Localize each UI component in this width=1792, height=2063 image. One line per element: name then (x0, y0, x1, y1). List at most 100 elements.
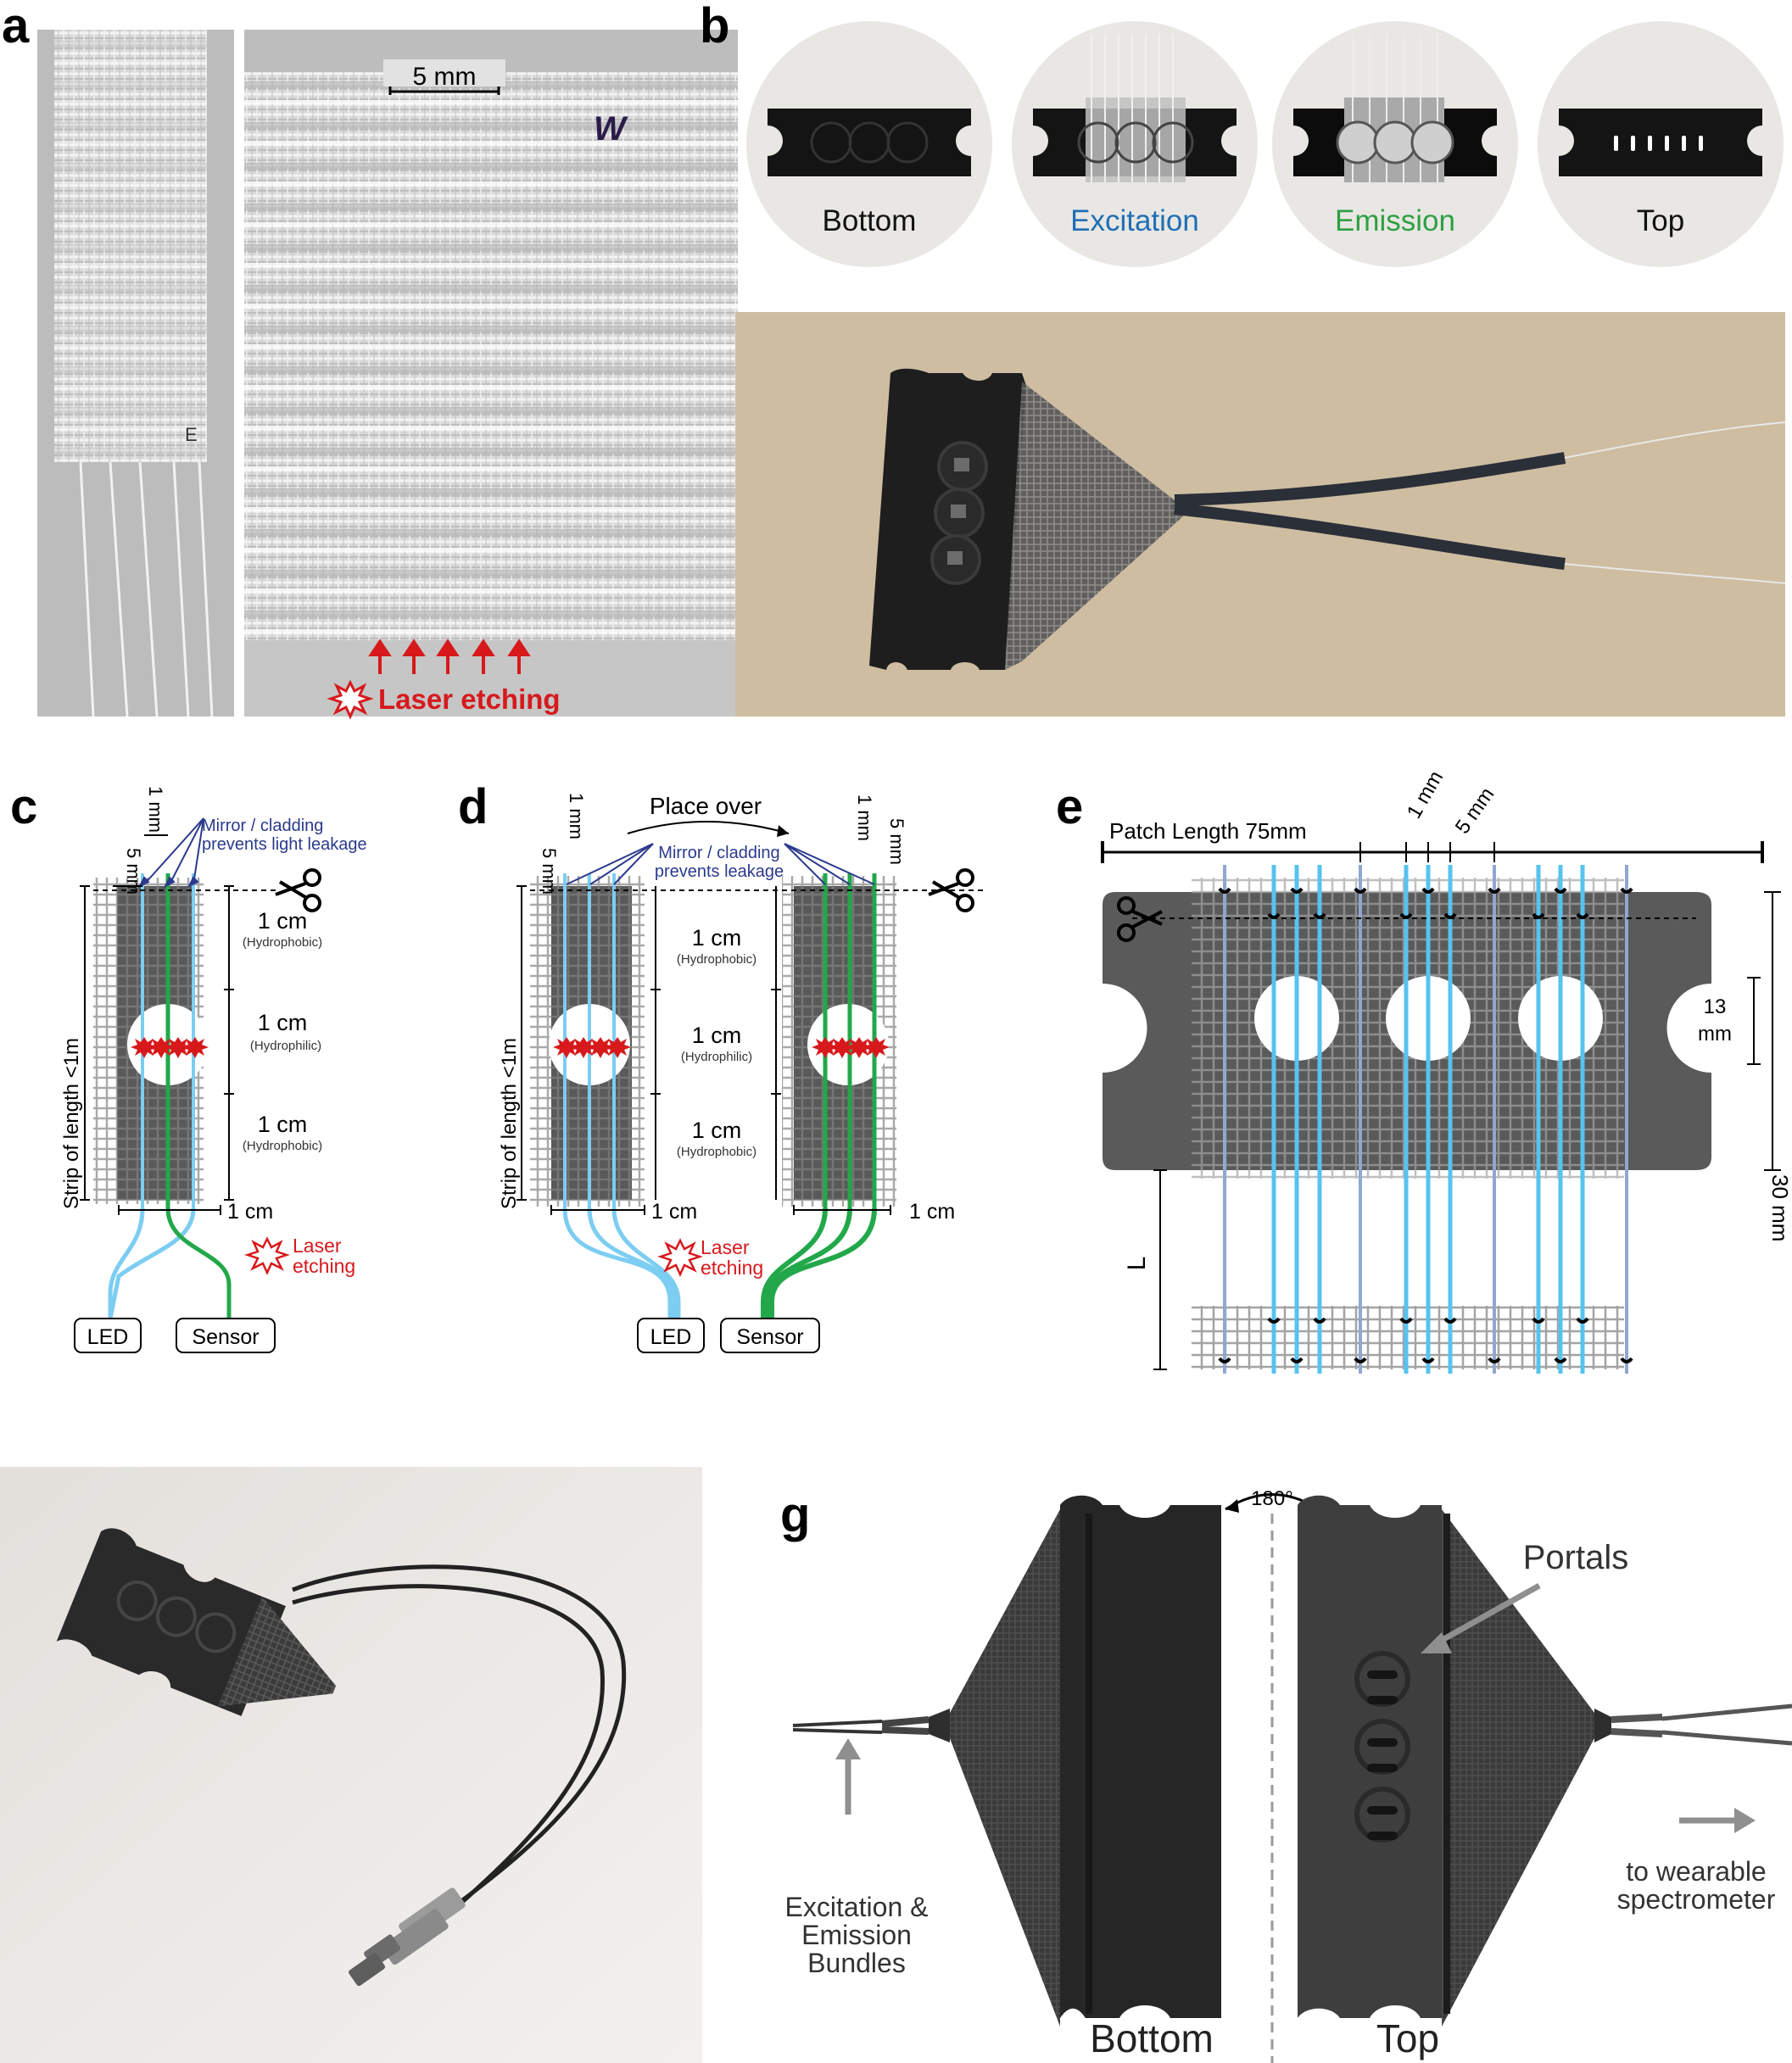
bundles-label-line2: Emission (801, 1920, 912, 1950)
laser-legend-line2: etching (293, 1255, 355, 1277)
width-right: 1 cm (909, 1200, 955, 1224)
laser-legend-line1: Laser (701, 1236, 750, 1258)
led-box (637, 1318, 705, 1353)
panel-c-diagram: Mirror / cladding prevents light leakage… (60, 786, 367, 1353)
layer-label-top: Top (1637, 204, 1684, 237)
dim-1mm: 1 mm (145, 786, 166, 833)
layer-label-emission: Emission (1335, 204, 1455, 237)
dim-5mm-right: 5 mm (886, 818, 907, 865)
mirror-note-line2: prevents leakage (655, 862, 784, 881)
mirror-note-line1: Mirror / cladding (202, 817, 323, 835)
zone-2-type: (Hydrophilic) (681, 1050, 752, 1064)
zone-2-size: 1 cm (692, 1023, 742, 1048)
mirror-note-line2: prevents light leakage (202, 835, 367, 854)
panel-g: g 180° (746, 1441, 1792, 2063)
dim-5mm: 5 mm (123, 848, 144, 895)
ink-mark-w: W (594, 110, 628, 148)
panel-e-diagram: Patch Length 75mm 1 mm 5 mm 13 mm 30 mm … (1101, 767, 1792, 1374)
strip-length-label: Strip of length <1m (60, 1038, 83, 1209)
panel-c: c (0, 767, 441, 1412)
layer-label-bottom: Bottom (823, 204, 917, 237)
width-left: 1 cm (651, 1200, 697, 1224)
laser-etching-label: Laser etching (378, 683, 561, 715)
portals-label: Portals (1523, 1539, 1629, 1576)
dim-5mm: 5 mm (1451, 783, 1499, 839)
patch-device (56, 1528, 286, 1716)
laser-burst-icons (553, 1037, 890, 1058)
bundles-label-line3: Bundles (807, 1948, 906, 1978)
led-box (74, 1318, 142, 1353)
layer-label-excitation: Excitation (1070, 204, 1199, 237)
hole-dim-value: 13 (1704, 995, 1727, 1018)
panel-label-c: c (10, 779, 38, 834)
patch-bottom-side (1060, 1495, 1221, 2018)
patch-top-side (1298, 1495, 1442, 2018)
patch-length-label: Patch Length 75mm (1109, 818, 1307, 844)
laser-legend-line1: Laser (293, 1235, 342, 1257)
zone-3-size: 1 cm (692, 1118, 742, 1143)
zone-1-size: 1 cm (692, 925, 742, 951)
scissors-icon (928, 868, 974, 912)
sensor-label: Sensor (192, 1325, 259, 1349)
zone-3-type: (Hydrophobic) (677, 1145, 756, 1159)
zone-1-size: 1 cm (258, 908, 308, 934)
panel-g-photo: 180° Portals (785, 1487, 1792, 2063)
zone-2-size: 1 cm (258, 1010, 308, 1035)
width-label: 1 cm (227, 1200, 273, 1224)
dim-1mm: 1 mm (1403, 767, 1448, 822)
laser-burst-icons (131, 1037, 209, 1058)
zone-1-type: (Hydrophobic) (677, 952, 756, 967)
panel-a-photos: E 5 mm W Laser etching (37, 30, 738, 720)
panel-e: e (1018, 767, 1792, 1412)
ink-mark-e: E (185, 424, 198, 445)
zone-3-size: 1 cm (258, 1112, 308, 1137)
place-over-label: Place over (650, 793, 762, 819)
hole-dim-unit: mm (1698, 1023, 1732, 1045)
panel-label-d: d (458, 779, 488, 834)
scale-bar-label: 5 mm (413, 63, 477, 91)
panel-label-b: b (700, 0, 730, 53)
sensor-box (176, 1318, 276, 1353)
panel-b: b (700, 0, 1792, 721)
layer-circles (746, 21, 1784, 267)
portal-windows (1354, 1651, 1410, 1843)
sensor-box (720, 1318, 820, 1353)
panel-d-diagram: Place over Mirror / cladding prevents le… (498, 793, 984, 1353)
dim-5mm-left: 5 mm (539, 848, 560, 895)
spectrometer-label-line2: spectrometer (1617, 1884, 1776, 1915)
portals-arrow (1432, 1582, 1541, 1648)
dim-1mm-left: 1 mm (566, 793, 587, 839)
laser-burst-icon (327, 679, 374, 720)
panel-f: f (0, 1441, 746, 2063)
length-label: L (1123, 1257, 1151, 1271)
connectors (349, 1887, 466, 1987)
panel-d: d (441, 767, 1018, 1412)
panel-b-photos: Bottom Excitation Emission Top (735, 21, 1786, 716)
scissors-icon (275, 868, 321, 912)
dim-1mm-right: 1 mm (854, 795, 875, 841)
rotation-angle: 180° (1251, 1487, 1293, 1510)
panel-f-photo (0, 1467, 702, 2063)
zone-2-type: (Hydrophilic) (250, 1039, 321, 1053)
led-label: LED (650, 1325, 692, 1349)
panel-label-a: a (2, 0, 30, 53)
led-label: LED (87, 1325, 129, 1349)
mirror-note-line1: Mirror / cladding (658, 844, 779, 862)
zone-1-type: (Hydrophobic) (243, 935, 322, 950)
top-label: Top (1376, 2016, 1439, 2060)
panel-a: a E (0, 0, 738, 721)
etch-arrows (368, 638, 531, 674)
sensor-label: Sensor (736, 1325, 803, 1349)
zone-3-type: (Hydrophobic) (243, 1139, 322, 1153)
panel-label-e: e (1056, 779, 1084, 834)
laser-legend-line2: etching (701, 1257, 763, 1279)
bottom-label: Bottom (1090, 2016, 1214, 2060)
spectrometer-label-line1: to wearable (1626, 1856, 1766, 1887)
scissors-icon (1117, 896, 1163, 942)
laser-legend-icon (244, 1236, 290, 1276)
laser-legend-icon (657, 1238, 703, 1278)
bundles-label-line1: Excitation & (785, 1892, 929, 1922)
height-label: 30 mm (1767, 1174, 1792, 1241)
strip-length-label: Strip of length <1m (498, 1038, 521, 1209)
panel-label-g: g (780, 1487, 811, 1542)
